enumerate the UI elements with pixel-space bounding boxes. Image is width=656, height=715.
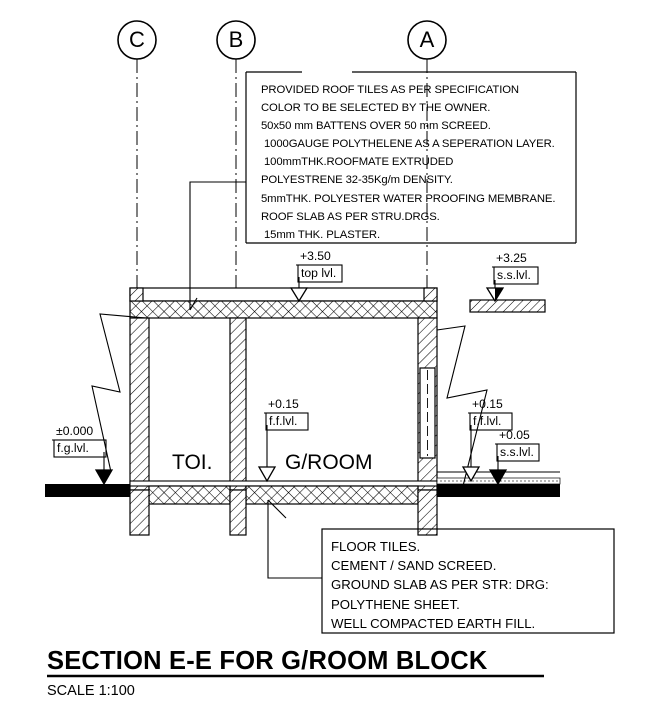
floor-note-line-4: POLYTHENE SHEET.: [331, 596, 460, 612]
level-marker-right-ffl: [461, 412, 513, 483]
right-external-ground: [437, 484, 560, 497]
level-value-right-ssl-low: +0.05: [499, 428, 530, 442]
floor-note-line-5: WELL COMPACTED EARTH FILL.: [331, 615, 536, 631]
roof-note-line-2: COLOR TO BE SELECTED BY THE OWNER.: [261, 102, 491, 115]
level-marker-fgl: [52, 439, 114, 486]
middle-wall-foundation: [229, 489, 247, 536]
right-wall-foundation: [417, 489, 438, 536]
grid-bubble-c: [117, 20, 157, 60]
right-upper-hatched-slab: [469, 299, 546, 313]
floor-finish-layer: [129, 480, 438, 487]
roof-note-line-5: 100mmTHK.ROOFMATE EXTRUDED: [264, 156, 454, 169]
right-zigzag-leader: [436, 325, 488, 491]
roof-note-line-9: 15mm THK. PLASTER.: [264, 228, 381, 241]
grid-bubble-label-c: C: [129, 27, 145, 52]
roof-note-line-8: ROOF SLAB AS PER STRU.DRGS.: [261, 210, 440, 223]
ground-slab-groom-bay: [245, 485, 419, 505]
roof-slab: [129, 300, 438, 319]
grid-bubble-a: [407, 20, 447, 60]
floor-note-line-2: CEMENT / SAND SCREED.: [331, 558, 497, 574]
floor-note-line-1: FLOOR TILES.: [331, 539, 421, 554]
grid-bubble-label-b: B: [228, 27, 244, 52]
level-label-right-ffl: f.f.lvl.: [473, 414, 502, 428]
roof-note-line-6: POLYESTRENE 32-35Kg/m DENSITY.: [261, 174, 453, 187]
grid-bubble-group: [117, 20, 447, 60]
level-label-right-ssl-low: s.s.lvl.: [500, 445, 534, 459]
level-value-roof-top: +3.50: [300, 249, 331, 263]
grid-bubble-label-a: A: [419, 27, 435, 52]
roof-note-line-4: 1000GAUGE POLYTHELENE AS A SEPERATION LA…: [264, 138, 555, 151]
level-label-fgl: f.g.lvl.: [57, 441, 89, 455]
drawing-scale: SCALE 1:100: [47, 683, 135, 699]
level-marker-roof-top: [289, 264, 343, 303]
grid-bubble-b: [216, 20, 256, 60]
level-label-roof-top: top lvl.: [301, 266, 337, 280]
left-wall-foundation: [129, 489, 150, 536]
roof-note-line-3: 50x50 mm BATTENS OVER 50 mm SCREED.: [261, 120, 491, 133]
level-value-right-ffl: +0.15: [472, 397, 503, 411]
drawing-title: SECTION E-E FOR G/ROOM BLOCK: [47, 647, 488, 675]
level-marker-right-ss: [485, 266, 539, 303]
left-zigzag-leader: [91, 313, 147, 473]
room-label-guest-room: G/ROOM: [285, 451, 373, 474]
level-marker-right-ssl-low: [488, 443, 540, 486]
roof-note-leader: [189, 181, 246, 310]
room-label-toilet: TOI.: [172, 451, 213, 474]
level-label-right-ss: s.s.lvl.: [497, 268, 531, 282]
ground-slab-toilet-bay: [148, 485, 231, 505]
roof-finish-band: [129, 287, 438, 302]
level-value-right-ss: +3.25: [496, 251, 527, 265]
floor-note-line-3: GROUND SLAB AS PER STR: DRG:: [331, 577, 549, 593]
roof-note-box: [245, 71, 577, 244]
middle-partition-wall: [229, 317, 247, 491]
left-external-ground: [45, 484, 130, 497]
level-value-groom-ffl: +0.15: [268, 397, 299, 411]
floor-note-box: [321, 528, 615, 634]
roof-note-line-1: PROVIDED ROOF TILES AS PER SPECIFICATION: [261, 84, 519, 96]
roof-left-edge-block: [129, 287, 144, 302]
roof-note-line-7: 5mmTHK. POLYESTER WATER PROOFING MEMBRAN…: [261, 192, 556, 205]
level-label-groom-ffl: f.f.lvl.: [269, 414, 298, 428]
left-external-wall: [129, 317, 150, 491]
floor-note-leader-tick: [267, 499, 287, 519]
roof-note-leader-tick: [189, 297, 198, 311]
floor-note-leader: [267, 500, 322, 579]
level-value-fgl: ±0.000: [56, 424, 94, 438]
floor-construction-note: FLOOR TILES. CEMENT / SAND SCREED. GROUN…: [331, 537, 549, 633]
roof-specification-note: PROVIDED ROOF TILES AS PER SPECIFICATION…: [261, 81, 555, 244]
roof-right-edge-block: [423, 287, 438, 302]
level-marker-groom-ffl: [257, 412, 309, 483]
